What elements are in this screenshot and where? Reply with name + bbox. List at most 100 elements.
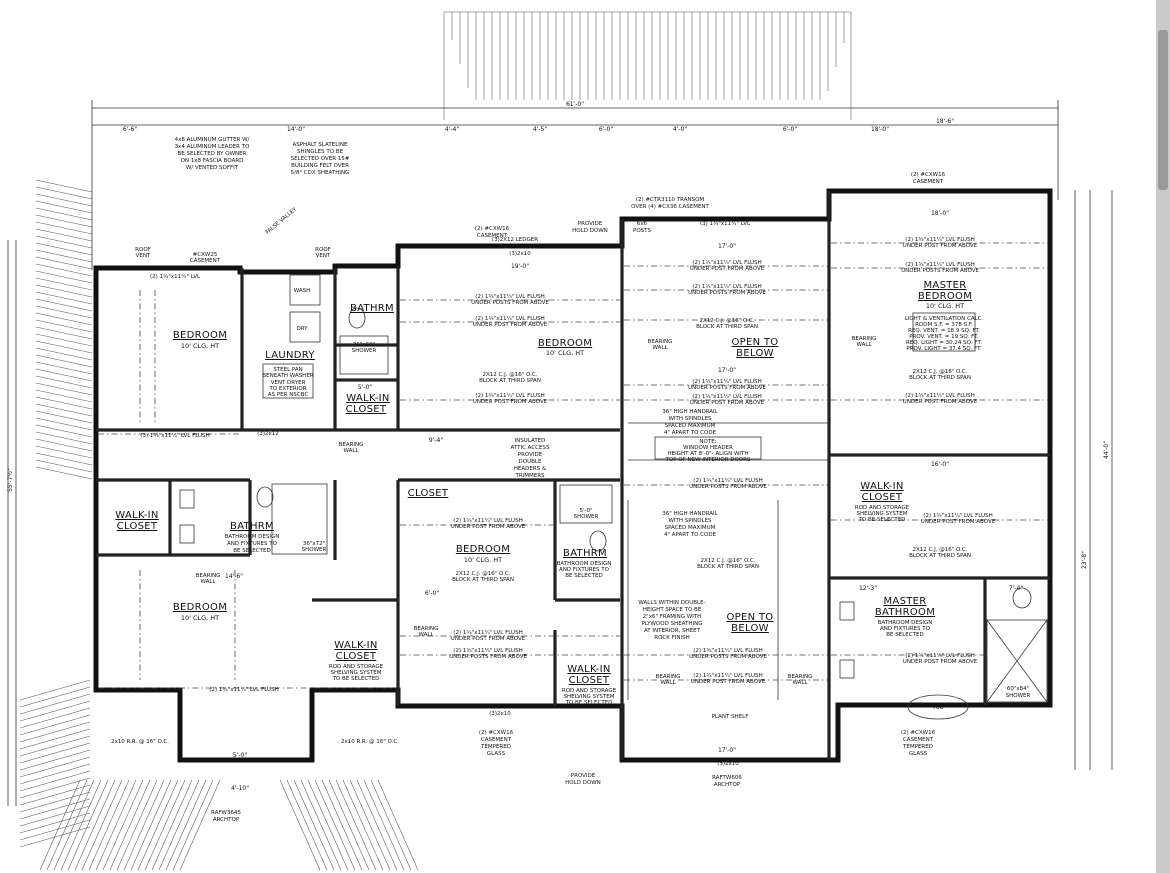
roof-hatch-line [35, 228, 93, 242]
roof-hatch-line [35, 361, 93, 375]
roof-hatch-line [35, 298, 93, 312]
casement-tr-1: (2) #CXW16 [911, 172, 946, 178]
roof-hatch-line [35, 256, 93, 270]
roof-hatch-line [19, 693, 91, 715]
wic-center-note-2: SHELVING SYSTEM [564, 694, 615, 700]
roof-hatch-line [35, 375, 93, 389]
header-note: NOTE: WINDOW HEADER HEIGHT AT 8'-0"- ALI… [654, 436, 762, 463]
roof-hatch-line [19, 735, 91, 757]
header-note-4: TOP OF NEW INTERIOR DOORS [665, 457, 751, 463]
dim-top-seg: 4'-5" [533, 126, 547, 133]
shower-left-1: 36"x72" [303, 541, 325, 547]
beam-label: (2) 1¾"x11¼" LVL FLUSH [453, 630, 522, 636]
handrail-bottom-2: WITH SPINDLES [668, 518, 712, 524]
dim-misc: 4'-10" [231, 785, 249, 792]
beam-label: (3) 1¾"x11¼" LVL FLUSH [140, 433, 209, 439]
master-bath-note-3: BE SELECTED [886, 632, 923, 638]
wic-sw-note-1: ROD AND STORAGE [329, 664, 384, 670]
roof-hatching [19, 11, 852, 871]
roof-hatch-line [35, 396, 93, 410]
roof-hatch-line [95, 779, 137, 871]
roof-hatch-line [307, 779, 349, 871]
raftw-left-1: RAFW3645 [211, 810, 241, 816]
roof-hatch-line [35, 242, 93, 256]
master-bedroom-ceiling: 10' CLG. HT [926, 302, 964, 310]
beam-label: (3)2X12 LEDGER [492, 237, 538, 243]
beam-label: (2) 1¾"x11¼" LVL [150, 274, 201, 280]
beam-label: (2) 1¾"x11¼" LVL FLUSH [692, 260, 761, 266]
roof-hatch-line [35, 291, 93, 305]
dimension-lines [7, 100, 1113, 806]
dim-misc: 16'-0" [931, 461, 949, 468]
vertical-scrollbar[interactable] [1156, 0, 1170, 873]
walkin-closet-sw-label: WALK-IN [334, 640, 377, 651]
laundry-note-3: VENT DRYER [271, 380, 306, 386]
walkin-closet-center-label: WALK-IN [567, 664, 610, 675]
beam-label: UNDER POST FROM ABOVE [903, 659, 978, 665]
scrollbar-thumb[interactable] [1158, 30, 1168, 190]
roof-hatch-line [19, 714, 91, 736]
bathrm-mid-label: BATHRM [563, 548, 607, 559]
dim-misc: 5'-0" [233, 752, 247, 759]
casement-tc-2: CASEMENT [477, 233, 508, 239]
bathrm-mid-note-3: BE SELECTED [565, 573, 602, 579]
roof-hatch-line [151, 779, 193, 871]
beam-label: 2X12 C.J. @16" O.C. [701, 558, 756, 564]
roof-hatch-line [35, 193, 93, 207]
roof-hatch-line [144, 779, 186, 871]
roof-hatch-line [19, 721, 91, 743]
roof-hatch-line [35, 263, 93, 277]
double-height-note: WALLS WITHIN DOUBLE- HEIGHT SPACE TO BE … [638, 600, 705, 641]
roof-hatch-line [35, 249, 93, 263]
dim-misc: 17'-0" [718, 243, 736, 250]
bearing-wall-11: BEARING [656, 674, 681, 680]
roof-hatch-line [172, 779, 214, 871]
roof-hatch-line [35, 214, 93, 228]
posts-2: POSTS [633, 228, 651, 234]
annotation-notes: 4x8 ALUMINUM GUTTER W/ 3x4 ALUMINUM LEAD… [135, 137, 1030, 823]
cxw-attic-1: #CXW25 [193, 252, 218, 258]
attic-note-3: PROVIDE [518, 452, 543, 458]
roof-hatch-line [35, 424, 93, 438]
roof-hatch-line [19, 770, 91, 792]
roof-hatch-line [35, 221, 93, 235]
handrail-bottom-note: 36" HIGH HANDRAIL WITH SPINDLES SPACED M… [662, 511, 718, 538]
roof-hatch-line [123, 779, 165, 871]
bedroom-sw-ceiling: 10' CLG. HT [181, 614, 219, 622]
master-bedroom-label-2: BEDROOM [918, 291, 972, 302]
roof-hatch-line [35, 466, 93, 480]
roof-hatch-line [19, 826, 91, 848]
dim-misc: 18'-0" [931, 210, 949, 217]
open-to-below-bottom-label-2: BELOW [731, 623, 769, 634]
gutter-note: 4x8 ALUMINUM GUTTER W/ 3x4 ALUMINUM LEAD… [175, 137, 251, 171]
bedroom-nw-label: BEDROOM [173, 330, 227, 341]
roof-hatch-line [370, 779, 412, 871]
roof-hatch-line [342, 779, 384, 871]
roof-hatch-line [35, 347, 93, 361]
light-vent-calc: LIGHT & VENTILATION CALC. ROOM S.F. = 37… [905, 312, 984, 352]
bathrm-left-note-3: BE SELECTED [233, 548, 270, 554]
roof-hatch-line [335, 779, 377, 871]
beam-label: UNDER POST FROM ABOVE [473, 322, 548, 328]
beam-label: BLOCK AT THIRD SPAN [909, 375, 971, 381]
beam-label: 2x10 R.R. @ 16" O.C. [111, 739, 169, 745]
open-to-below-top-label: OPEN TO [732, 337, 779, 348]
hold-down-bottom-2: HOLD DOWN [565, 780, 601, 786]
roof-hatch-line [19, 686, 91, 708]
beam-label: 2x10 R.R. @ 16" O.C. [341, 739, 399, 745]
roof-hatch-line [179, 779, 221, 871]
beam-label: UNDER POST FROM ABOVE [473, 399, 548, 405]
raftwood-1: RAFTW606 [712, 775, 742, 781]
asphalt-note-2: SHINGLES TO BE [297, 149, 344, 155]
wic-center-note-3: TO BE SELECTED [565, 700, 613, 706]
roof-hatch-line [363, 779, 405, 871]
beam-label: (2) 1¾"x11¼" LVL FLUSH [692, 394, 761, 400]
attic-note-6: TRIMMERS [514, 473, 545, 479]
beam-label: UNDER POST FROM ABOVE [451, 636, 526, 642]
roof-hatch-line [116, 779, 158, 871]
roof-hatch-line [158, 779, 200, 871]
cxw-attic-2: CASEMENT [190, 258, 221, 264]
roof-hatch-line [321, 779, 363, 871]
shower-mid-2: SHOWER [574, 514, 599, 520]
